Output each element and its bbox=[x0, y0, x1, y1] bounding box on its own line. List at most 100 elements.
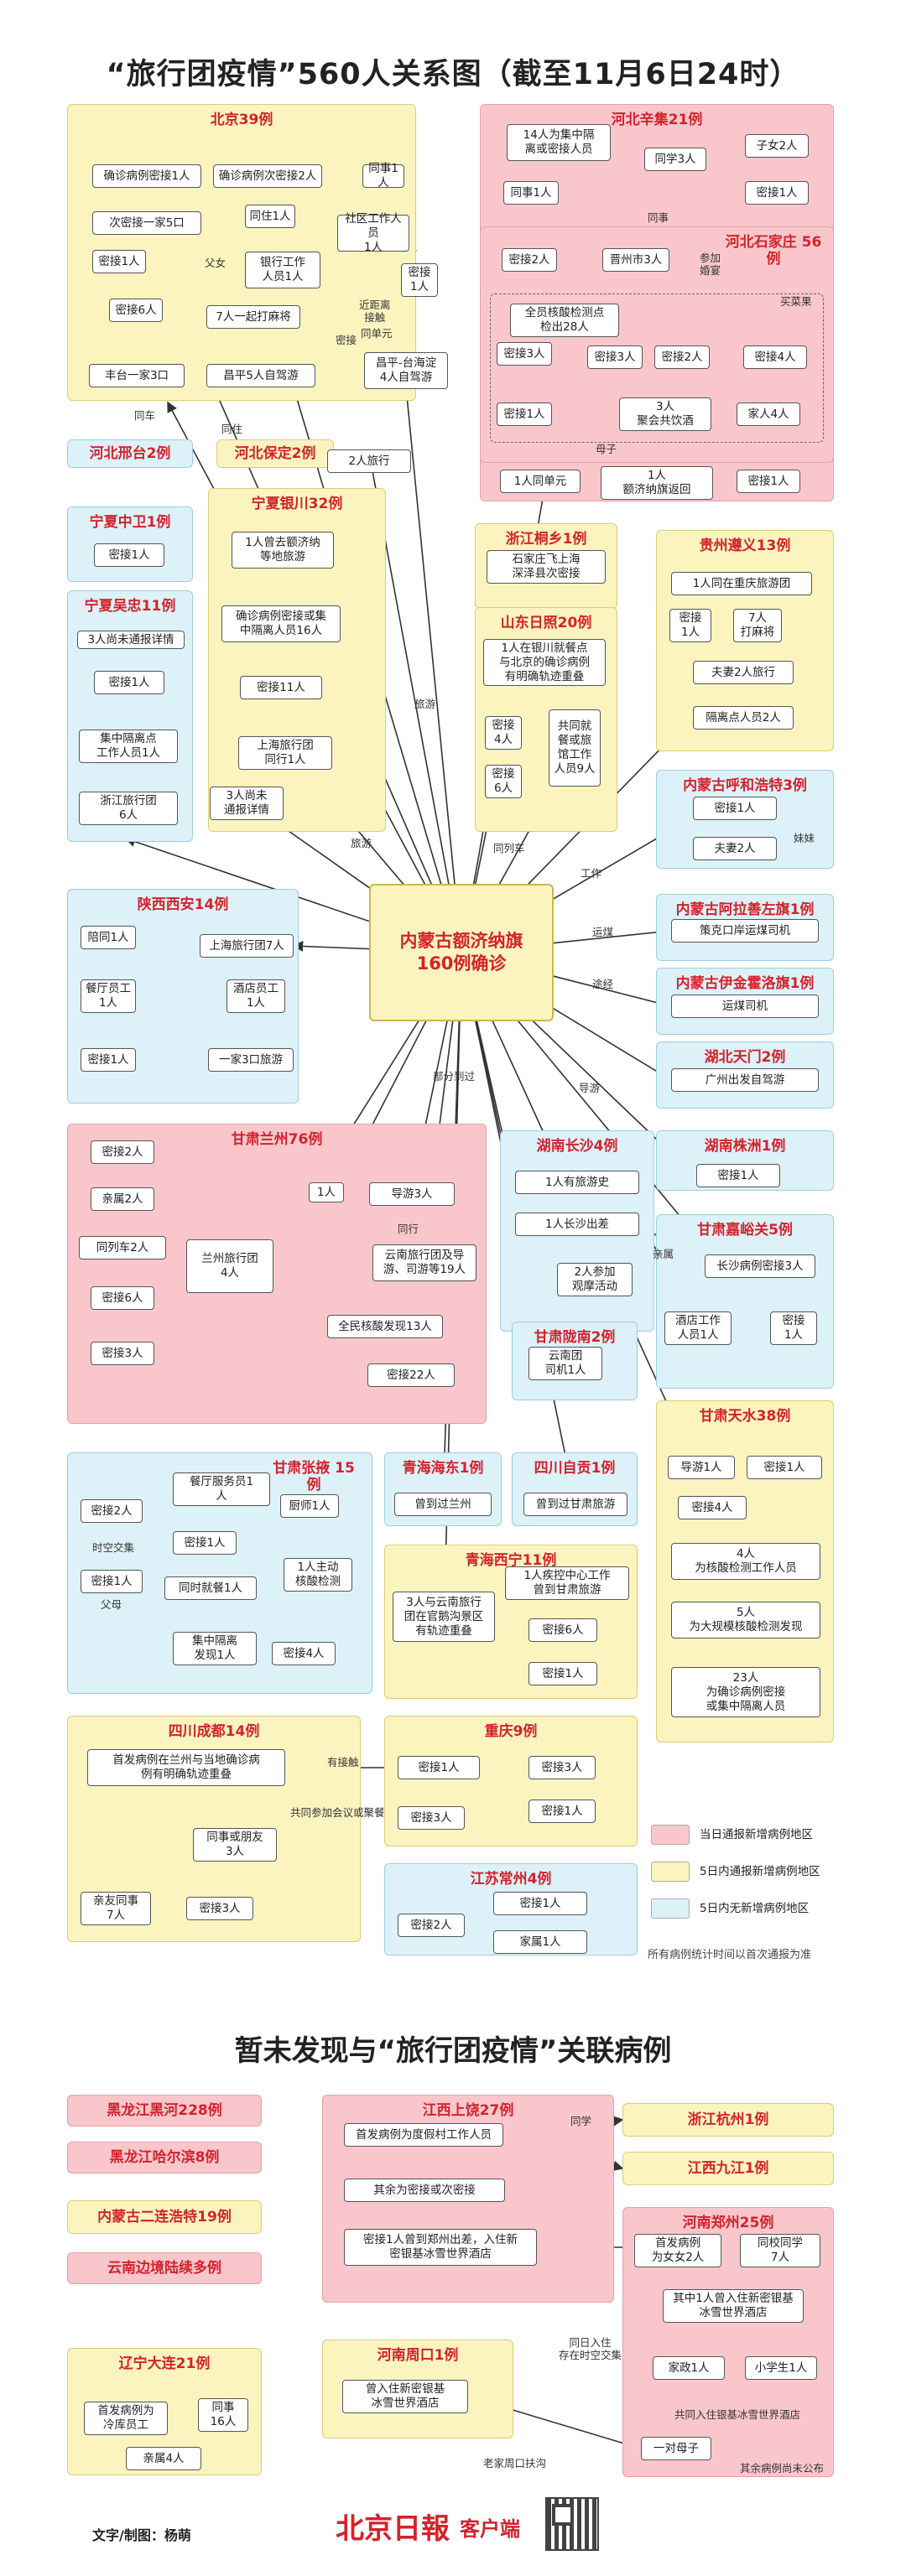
node-xa-3k: 一家3口旅游 bbox=[208, 1048, 294, 1072]
edge-label-tonghang: 同行 bbox=[398, 1223, 419, 1235]
legend-label-yellow: 5日内通报新增病例地区 bbox=[700, 1865, 820, 1878]
node-bj-mj1b: 密接 1人 bbox=[401, 263, 438, 297]
node-bj-mj1: 密接1人 bbox=[92, 250, 146, 273]
edge-label-yunmei: 运煤 bbox=[592, 926, 614, 938]
node-zy2-jz: 集中隔离 发现1人 bbox=[173, 1632, 257, 1665]
region-zhuzhou: 湖南株洲1例 bbox=[656, 1130, 834, 1191]
node-tx-box: 石家庄飞上海 深泽县次密接 bbox=[487, 550, 606, 584]
node-zy2-mj1b: 密接1人 bbox=[81, 1570, 143, 1593]
node-zy2-ct: 餐厅服务员1 人 bbox=[173, 1472, 270, 1506]
edge-label-lvyou: 旅游 bbox=[414, 698, 436, 710]
node-zy2-tc: 同时就餐1人 bbox=[164, 1576, 257, 1600]
credit-author: 文字/制图：杨萌 bbox=[92, 2527, 191, 2543]
region-jiujiang: 江西九江1例 bbox=[622, 2152, 834, 2185]
node-sjz-mj4: 密接4人 bbox=[743, 345, 807, 369]
edge-label-tuanyou: 途经 bbox=[592, 978, 614, 990]
node-bj-ci2: 确诊病例次密接2人 bbox=[213, 164, 322, 188]
edge-label-maicai: 买菜果 bbox=[780, 295, 812, 308]
node-jy-cs: 长沙病例密接3人 bbox=[705, 1254, 815, 1278]
dashed-shenze bbox=[490, 293, 824, 443]
edge-label-canjia: 参加 婚宴 bbox=[700, 252, 721, 277]
node-tm-box: 广州出发自驾游 bbox=[671, 1068, 819, 1092]
node-xj-tx3: 同学3人 bbox=[644, 148, 706, 171]
node-ts-mj1: 密接1人 bbox=[747, 1456, 822, 1479]
node-hh-mj1: 密接1人 bbox=[693, 797, 777, 820]
node-yc-3r: 3人尚未 通报详情 bbox=[210, 787, 284, 820]
node-bj-ts1: 同事1人 bbox=[362, 162, 404, 190]
edge-label-tonglieche: 同列车 bbox=[493, 842, 525, 854]
node-ts-23: 23人 为确诊病例密接 或集中隔离人员 bbox=[671, 1667, 820, 1717]
node-cq-mj1: 密接1人 bbox=[398, 1756, 480, 1779]
node-sjz-mz: 1人 额济纳旗返回 bbox=[601, 466, 713, 500]
node-cd-ts: 同事或朋友 3人 bbox=[193, 1828, 277, 1862]
edge-label-bufen: 部分到过 bbox=[433, 1070, 476, 1083]
node-bj-yh: 银行工作 人员1人 bbox=[245, 252, 320, 288]
edge-label-tongzhu: 同住 bbox=[221, 423, 243, 435]
node-zz-mj1: 密接1人 bbox=[696, 1164, 780, 1187]
node-zy-gl: 隔离点人员2人 bbox=[693, 706, 794, 730]
node-zy2-mj1: 密接1人 bbox=[173, 1531, 237, 1555]
node-sjz-1r: 1人同单元 bbox=[500, 470, 581, 493]
node-lz-dy: 导游3人 bbox=[369, 1182, 455, 1206]
node-xj-14: 14人为集中隔 离或密接人员 bbox=[507, 124, 611, 161]
node-alxa-box: 策克口岸运煤司机 bbox=[671, 919, 819, 943]
node-bj-cj5: 次密接一家5口 bbox=[92, 211, 201, 235]
region-baoding: 河北保定2例 bbox=[216, 439, 334, 468]
node-xa-ct: 餐厅员工 1人 bbox=[81, 979, 136, 1013]
node-ts-5r: 5人 为大规模核酸检测发现 bbox=[671, 1602, 820, 1639]
edge-label-youjie: 有接触 bbox=[327, 1756, 359, 1768]
node-rz-gj: 共同就 餐或旅 馆工作 人员9人 bbox=[549, 709, 601, 787]
node-sjz-mj2: 密接2人 bbox=[502, 248, 557, 272]
node-zy-mj1: 密接 1人 bbox=[669, 609, 711, 642]
node-rz-mj4: 密接 4人 bbox=[485, 716, 522, 750]
region-jiayuguan: 甘肃嘉峪关5例 bbox=[656, 1214, 834, 1389]
node-lz-qy: 全民核酸发现13人 bbox=[327, 1315, 443, 1338]
node-sjz-jr4: 家人4人 bbox=[737, 402, 800, 426]
node-cq-mj3b: 密接3人 bbox=[398, 1806, 465, 1830]
node-cs-1r: 1人有旅游史 bbox=[515, 1171, 639, 1194]
node-wz-zj: 浙江旅行团 6人 bbox=[79, 792, 178, 825]
node-xa-jd: 酒店员工 1人 bbox=[226, 979, 285, 1013]
legend-swatch-blue bbox=[651, 1898, 690, 1919]
logo-client: 客户端 bbox=[460, 2517, 520, 2541]
node-lz-mj2: 密接2人 bbox=[91, 1140, 154, 1164]
region-harbin: 黑龙江哈尔滨8例 bbox=[67, 2142, 262, 2174]
node-cd-qz: 首发病例在兰州与当地确诊病 例有明确轨迹重叠 bbox=[87, 1749, 285, 1786]
node-zz-jt: 家政1人 bbox=[653, 2356, 725, 2380]
node-sjz-3r: 3人 聚会共饮酒 bbox=[619, 397, 711, 431]
node-bj-sq: 社区工作人员 1人 bbox=[337, 212, 409, 254]
node-zz-qz: 其中1人曾入住新密银基 冰雪世界酒店 bbox=[663, 2289, 804, 2323]
node-bj-mj6: 密接6人 bbox=[109, 299, 163, 322]
edge-label-meimei: 妹妹 bbox=[794, 832, 815, 844]
node-bj-tz1: 同住1人 bbox=[245, 205, 295, 228]
node-zz-xs: 小学生1人 bbox=[745, 2356, 817, 2380]
edge-label-tongshi: 同事 bbox=[648, 211, 669, 224]
node-zy-7r: 7人 打麻将 bbox=[733, 609, 782, 642]
legend-label-pink: 当日通报新增病例地区 bbox=[700, 1828, 813, 1841]
node-yc-1r: 1人曾去额济纳 等地旅游 bbox=[232, 532, 334, 569]
node-yc-qz: 确诊病例密接或集 中隔离人员16人 bbox=[221, 605, 341, 642]
node-cz-mj1: 密接1人 bbox=[493, 1892, 587, 1915]
node-ln-yn: 云南团 司机1人 bbox=[528, 1347, 602, 1380]
node-bj-cp5: 昌平5人自驾游 bbox=[206, 364, 315, 387]
node-lz-lxt: 兰州旅行团 4人 bbox=[186, 1239, 273, 1293]
section2-title: 暂未发现与“旅行团疫情”关联病例 bbox=[234, 2034, 672, 2068]
node-lz-mj3: 密接3人 bbox=[91, 1342, 154, 1365]
legend-label-blue: 5日内无新增病例地区 bbox=[700, 1902, 810, 1915]
edge-label-qinshu: 亲属 bbox=[653, 1248, 674, 1260]
node-xj-ts1: 同事1人 bbox=[503, 181, 559, 205]
edge-label-tongche: 同车 bbox=[134, 409, 156, 422]
node-nzw-mj1: 密接1人 bbox=[94, 543, 164, 567]
node-yc-sh: 上海旅行团 同行1人 bbox=[238, 736, 332, 770]
node-cs-cc: 1人长沙出差 bbox=[515, 1213, 639, 1236]
node-sr-mj: 密接1人曾到郑州出差，入住新 密银基冰雪世界酒店 bbox=[344, 2229, 537, 2266]
edge-3 bbox=[401, 386, 462, 953]
node-dl-qs: 亲属4人 bbox=[126, 2447, 201, 2470]
node-lz-mj6: 密接6人 bbox=[91, 1286, 154, 1310]
node-zy-1r: 1人同在重庆旅游团 bbox=[671, 572, 812, 595]
hub-ejina: 内蒙古额济纳旗 160例确诊 bbox=[369, 884, 554, 1021]
node-jy-jd: 酒店工作 人员1人 bbox=[664, 1311, 732, 1345]
edge-label-gongzuo: 工作 bbox=[581, 867, 602, 880]
node-yc-mj11: 密接11人 bbox=[240, 676, 322, 699]
